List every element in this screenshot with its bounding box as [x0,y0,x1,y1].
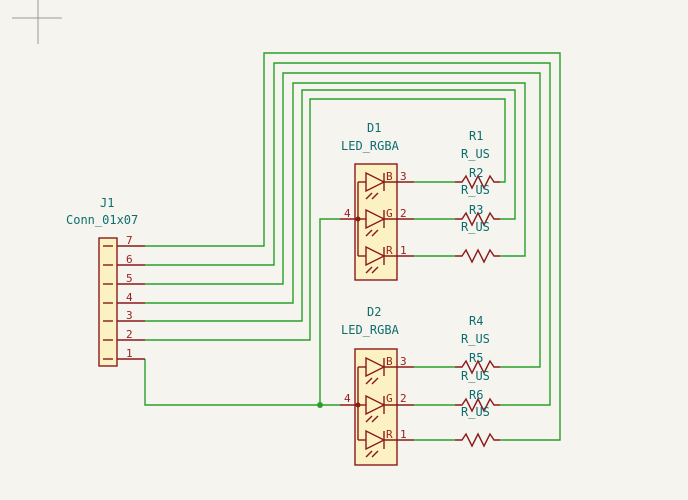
j1-pin-label: 2 [126,328,133,341]
wire-net-common[interactable] [144,359,340,406]
wire-net-pin5[interactable] [145,72,541,368]
j1-pin-label: 5 [126,272,133,285]
resistor-r5[interactable] [455,397,500,413]
resistor-r4[interactable] [455,359,500,375]
d2-body [354,348,398,466]
d1-pin-number: 2 [400,207,407,220]
wire-net-pin2[interactable] [145,98,506,341]
d2-ref: D2 [367,305,381,319]
d2-pin-number: 3 [400,355,407,368]
resistor-r6[interactable] [455,432,500,448]
wire-common-d1[interactable] [319,218,340,405]
resistor-r2[interactable] [455,211,500,227]
r3-value: R_US [461,220,490,234]
r6-ref: R6 [469,388,483,402]
resistor-r1[interactable] [455,174,500,190]
d2-channel-letter: B [386,355,393,368]
wire-net-pin7[interactable] [145,52,561,441]
j1-pin-label: 4 [126,291,133,304]
r3-ref: R3 [469,203,483,217]
d2-common-node [355,402,361,408]
j1-pin-label: 6 [126,253,133,266]
junction-dot [317,402,323,408]
j1-pin-label: 3 [126,309,133,322]
j1-value: Conn_01x07 [66,213,138,227]
d1-value: LED_RGBA [341,139,400,153]
led-d2[interactable]: D2 LED_RGBA 4 B G R 3 2 1 [340,305,414,466]
r2-value: R_US [461,183,490,197]
j1-pin-label: 1 [126,347,133,360]
wire-net-pin6[interactable] [145,62,551,406]
j1-ref: J1 [100,196,114,210]
d1-channel-letter: B [386,170,393,183]
r2-ref: R2 [469,166,483,180]
r1-ref: R1 [469,129,483,143]
d1-common-pin: 4 [344,207,351,220]
d1-channel-letter: R [386,244,393,257]
d2-pin-number: 2 [400,392,407,405]
d2-channel-letter: G [386,392,393,405]
j1-body [98,237,118,367]
d2-common-pin: 4 [344,392,351,405]
d1-pin-number: 3 [400,170,407,183]
d2-value: LED_RGBA [341,323,400,337]
r1-value: R_US [461,147,490,161]
resistors[interactable]: R1 R_US R2 R_US R3 R_US R4 R_US R5 R_US … [455,129,500,448]
resistor-r3[interactable] [455,248,500,264]
d1-ref: D1 [367,121,381,135]
d2-channel-letter: R [386,428,393,441]
wires [144,52,561,441]
r5-ref: R5 [469,351,483,365]
d1-channel-letter: G [386,207,393,220]
d1-common-node [355,216,361,222]
wire-net-pin4[interactable] [145,82,526,304]
cursor-crosshair-icon [12,0,62,44]
r5-value: R_US [461,369,490,383]
r4-ref: R4 [469,314,483,328]
r6-value: R_US [461,405,490,419]
r4-value: R_US [461,332,490,346]
j1-pin-label: 7 [126,234,133,247]
d1-pin-number: 1 [400,244,407,257]
led-d1[interactable]: D1 LED_RGBA 4 B G R 3 2 1 [340,121,414,281]
d2-pin-number: 1 [400,428,407,441]
connector-j1[interactable]: J1 Conn_01x07 7 6 5 4 3 2 1 [66,196,145,367]
wire-net-pin3[interactable] [145,89,516,322]
